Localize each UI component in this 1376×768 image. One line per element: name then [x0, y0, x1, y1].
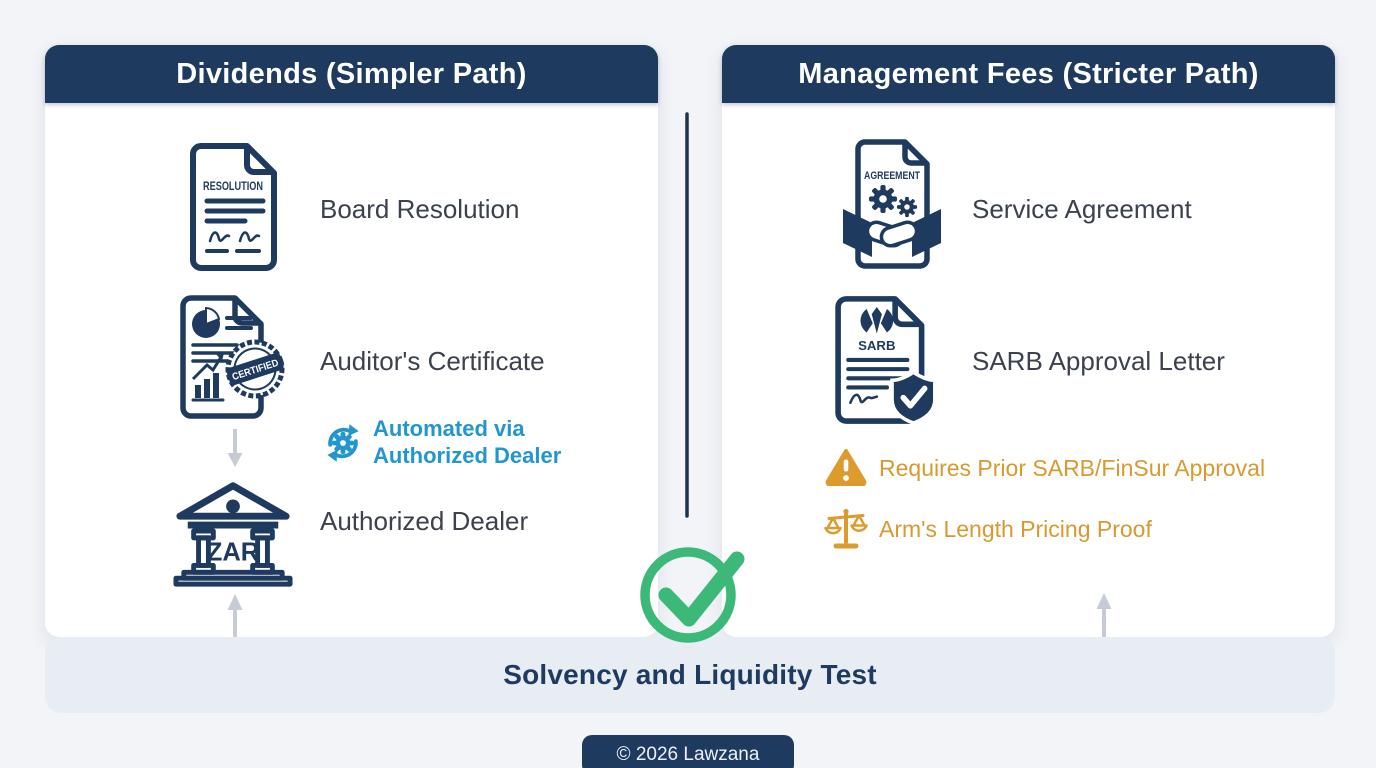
dividends-panel: Dividends (Simpler Path) RESOLUTION: [45, 45, 658, 637]
dividends-panel-title: Dividends (Simpler Path): [176, 57, 527, 90]
management-fees-panel: Management Fees (Stricter Path) AGREEMEN…: [722, 45, 1335, 637]
certified-stamp: CERTIFIED: [225, 339, 285, 399]
scales-icon: [824, 508, 868, 549]
green-check-icon: [640, 547, 745, 643]
solvency-band: Solvency and Liquidity Test: [45, 637, 1335, 713]
certified-report-icon: CERTIFIED: [180, 295, 285, 419]
resolution-document-icon: RESOLUTION: [190, 143, 277, 271]
board-resolution-label: Board Resolution: [320, 194, 520, 224]
bank-building-icon: ZAR: [173, 482, 293, 587]
service-agreement-label: Service Agreement: [972, 194, 1192, 224]
warning-triangle-icon: [825, 449, 867, 486]
dividends-panel-body: RESOLUTION Board Resolution: [45, 103, 658, 637]
sync-gear-icon: [327, 424, 359, 462]
automated-note-line2: Authorized Dealer: [373, 443, 562, 468]
svg-text:RESOLUTION: RESOLUTION: [203, 179, 263, 193]
management-fees-panel-header: Management Fees (Stricter Path): [722, 45, 1335, 103]
shield-check-icon: [890, 369, 937, 425]
svg-text:SARB: SARB: [858, 338, 895, 353]
sarb-approval-letter-label: SARB Approval Letter: [972, 346, 1225, 376]
sarb-approval-letter-icon: SARB: [835, 296, 937, 425]
solvency-test-label: Solvency and Liquidity Test: [503, 659, 877, 690]
management-fees-panel-title: Management Fees (Stricter Path): [798, 57, 1259, 90]
sarb-emblem: [860, 307, 894, 334]
management-fees-panel-body: AGREEMENT: [722, 103, 1335, 637]
authorized-dealer-label: Authorized Dealer: [320, 506, 529, 536]
svg-text:AGREEMENT: AGREEMENT: [864, 170, 920, 182]
svg-text:ZAR: ZAR: [207, 539, 260, 567]
automated-note: Automated via Authorized Dealer: [373, 415, 561, 469]
requires-approval-label: Requires Prior SARB/FinSur Approval: [879, 455, 1266, 481]
automated-note-line1: Automated via: [373, 416, 525, 441]
copyright-label: © 2026 Lawzana: [616, 744, 760, 765]
service-agreement-icon: AGREEMENT: [843, 139, 941, 269]
auditors-certificate-label: Auditor's Certificate: [320, 346, 545, 376]
arms-length-label: Arm's Length Pricing Proof: [879, 516, 1152, 542]
footer-badge: © 2026 Lawzana: [582, 735, 794, 768]
dividends-panel-header: Dividends (Simpler Path): [45, 45, 658, 103]
